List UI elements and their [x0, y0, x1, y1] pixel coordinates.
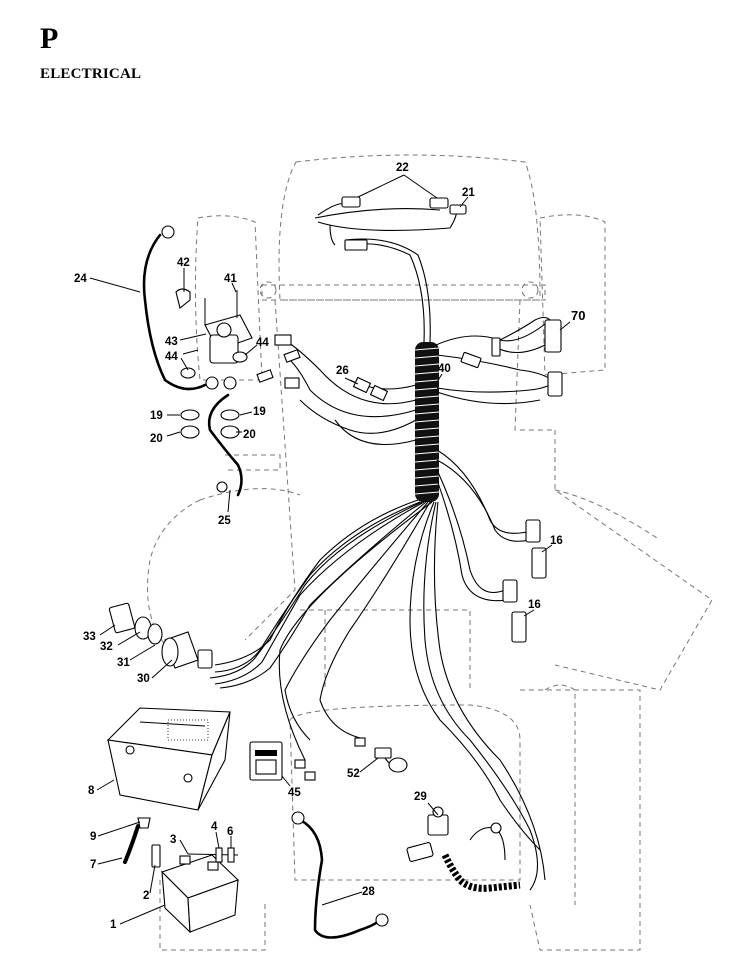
connector-group-70 [460, 316, 563, 397]
ignition-switch-group [108, 602, 213, 669]
harness-connector-upper [344, 239, 368, 251]
callout-6: 6 [227, 826, 233, 838]
callout-labels: 22 21 24 42 41 43 44 44 19 19 20 20 25 2… [74, 162, 585, 931]
callout-29: 29 [414, 791, 427, 803]
callout-4: 4 [211, 821, 218, 833]
bulb-socket-right [429, 197, 449, 209]
callout-2: 2 [143, 890, 149, 902]
solenoid-assembly [175, 288, 301, 439]
callout-32: 32 [100, 641, 113, 653]
headlight-harness [314, 196, 467, 251]
callout-8: 8 [88, 785, 95, 797]
callout-44-left: 44 [165, 351, 178, 363]
section-letter: P [40, 22, 59, 55]
callout-24: 24 [74, 273, 87, 285]
part-29-coil [406, 806, 521, 892]
callout-70: 70 [571, 308, 585, 323]
chassis-outline [147, 154, 713, 951]
callout-41: 41 [224, 273, 237, 285]
callout-26: 26 [336, 365, 349, 377]
callout-16-lower: 16 [528, 599, 541, 611]
bulb-socket-left [341, 196, 361, 208]
callout-52: 52 [347, 768, 360, 780]
callout-22: 22 [396, 162, 409, 174]
callout-25: 25 [218, 515, 231, 527]
hour-meter [249, 737, 366, 781]
callout-20-left: 20 [150, 433, 163, 445]
callout-20-right: 20 [243, 429, 256, 441]
callout-9: 9 [90, 831, 96, 843]
callout-45: 45 [288, 787, 301, 799]
callout-44-right: 44 [256, 337, 269, 349]
section-title: ELECTRICAL [40, 66, 142, 82]
callout-1: 1 [110, 919, 117, 931]
callout-19-left: 19 [150, 410, 163, 422]
callout-7: 7 [90, 859, 96, 871]
callout-30: 30 [137, 673, 150, 685]
callout-43: 43 [165, 336, 178, 348]
battery [123, 817, 240, 934]
callout-3: 3 [170, 834, 176, 846]
connectors-26 [352, 376, 389, 402]
callout-19-right: 19 [253, 406, 266, 418]
callout-31: 31 [117, 657, 130, 669]
part-52 [374, 747, 408, 773]
leader-lines [89, 174, 571, 925]
callout-42: 42 [177, 257, 190, 269]
connectors-16 [502, 519, 547, 643]
callout-33: 33 [83, 631, 96, 643]
battery-cables [142, 225, 389, 939]
harness-sleeve [414, 342, 440, 502]
callout-28: 28 [362, 886, 375, 898]
callout-16-upper: 16 [550, 535, 563, 547]
battery-box [106, 707, 231, 811]
harness-plug [449, 204, 467, 215]
callout-40: 40 [438, 363, 451, 375]
callout-21: 21 [462, 187, 475, 199]
